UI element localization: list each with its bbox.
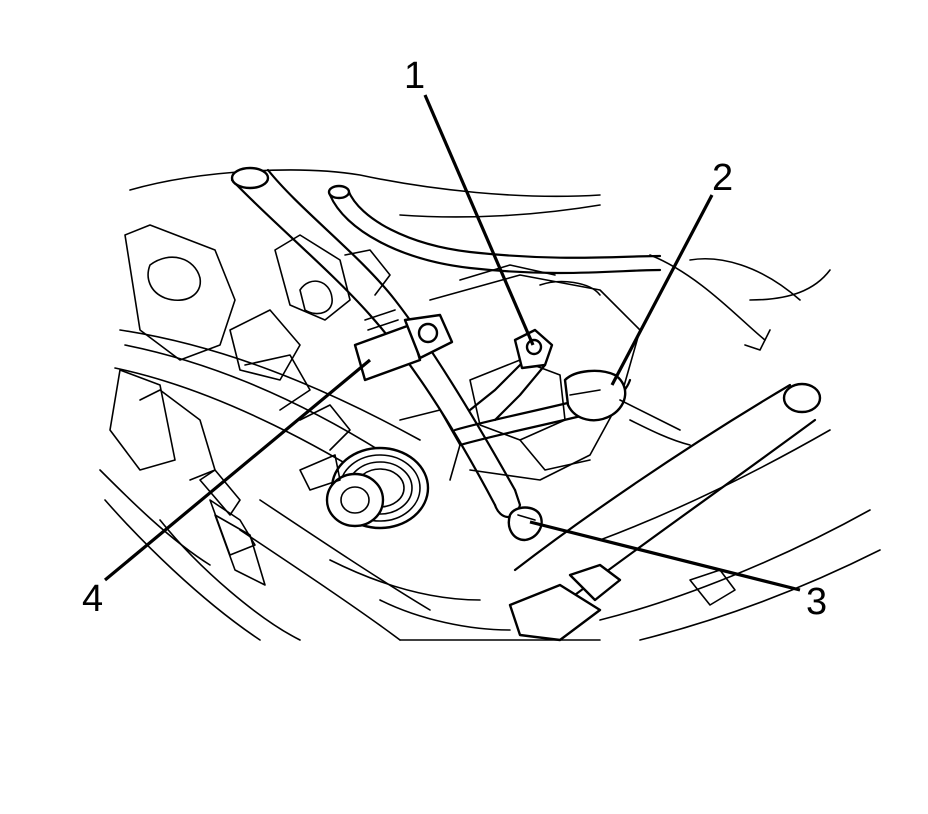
leader-line-4 [103, 358, 372, 582]
leader-line-2 [610, 194, 714, 386]
leader-line-1 [423, 94, 535, 346]
leader-lines [103, 94, 801, 592]
engine-bay-background [99, 166, 881, 642]
callout-labels: 1 2 3 4 [82, 55, 827, 623]
callout-4: 4 [82, 578, 103, 620]
leader-line-3 [529, 520, 801, 592]
callout-3: 3 [806, 581, 827, 623]
callout-1: 1 [404, 55, 425, 97]
callout-2: 2 [712, 157, 733, 199]
pulley [325, 446, 430, 530]
